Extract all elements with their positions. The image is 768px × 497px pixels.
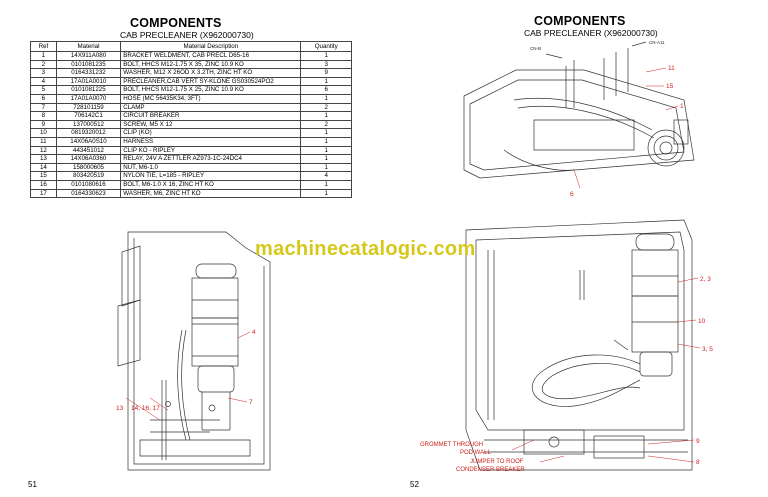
left-page-heading: COMPONENTS	[130, 16, 222, 30]
note-jumper-line2: CONDENSER BREAKER	[456, 467, 525, 473]
callout-11: 11	[668, 65, 675, 72]
callout-9: 9	[696, 438, 700, 445]
right-page-heading: COMPONENTS	[534, 14, 626, 28]
right-bottom-drawing: 2, 3 10 3, 5 9 8 GROMMET THROUGH POD WAL…	[420, 219, 713, 473]
note-grommet-line1: GROMMET THROUGH	[420, 442, 483, 448]
note-jumper-line1: JUMPER TO ROOF	[470, 459, 524, 465]
callout-2-3: 2, 3	[700, 276, 711, 283]
left-page: COMPONENTS CAB PRECLEANER (X962000730) R…	[28, 16, 352, 489]
header-quantity: Quantity	[300, 41, 352, 52]
callout-13: 13	[116, 405, 124, 412]
right-page-subheading: CAB PRECLEANER (X962000730)	[524, 28, 658, 38]
cell-material: 0164330623	[55, 188, 122, 199]
callout-7: 7	[249, 399, 253, 406]
callout-10: 10	[698, 318, 706, 325]
cell-description: WASHER, M6, ZINC HT KO	[120, 188, 302, 199]
header-material-description: Material Description	[120, 41, 302, 52]
callout-1: 1	[680, 103, 684, 110]
callout-8: 8	[696, 459, 700, 466]
note-grommet-line2: POD WALL	[460, 450, 491, 456]
parts-table-header-row: Ref Material Material Description Quanti…	[30, 41, 352, 52]
right-page-number: 52	[410, 480, 419, 489]
watermark: machinecatalogic.com	[255, 238, 476, 260]
left-page-subheading: CAB PRECLEANER (X962000730)	[120, 30, 254, 40]
detail-tag-cn-a11: CN-A11	[649, 40, 665, 45]
callout-4: 4	[252, 329, 256, 336]
detail-tag-cn-b: CN-B	[530, 46, 541, 51]
callout-6: 6	[570, 191, 574, 198]
parts-table: Ref Material Material Description Quanti…	[30, 41, 352, 199]
cell-quantity: 1	[300, 188, 352, 199]
right-top-drawing: CN-B CN-A11 11 15 1 6	[463, 40, 695, 198]
left-precleaner-drawing: 4 7 13 14, 16, 17	[116, 231, 271, 471]
right-page: COMPONENTS CAB PRECLEANER (X962000730) C…	[384, 0, 768, 497]
left-page-number: 51	[28, 480, 37, 489]
callout-3-5: 3, 5	[702, 346, 713, 353]
callout-14-16-17: 14, 16, 17	[131, 405, 160, 412]
callout-15: 15	[666, 83, 674, 90]
header-material: Material	[55, 41, 122, 52]
